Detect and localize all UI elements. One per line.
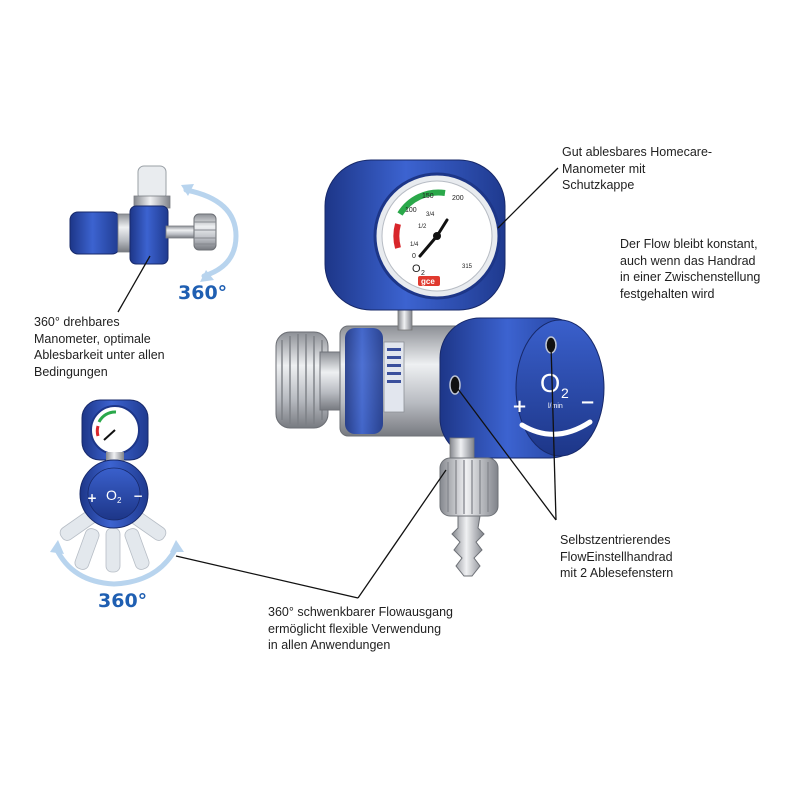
callout-line: FlowEinstellhandrad <box>560 549 673 564</box>
small-regulator-side <box>69 165 239 282</box>
gauge-tick-0: 0 <box>412 253 416 260</box>
callout-line: Manometer, optimale <box>34 331 151 346</box>
gauge-tick-150: 150 <box>422 193 434 200</box>
handwheel-arc-icon <box>519 419 593 437</box>
flow-handwheel: O 2 l/min + − <box>439 317 605 459</box>
leader-gauge <box>497 167 559 229</box>
callout-flow-outlet: 360° schwenkbarer Flowausgang ermöglicht… <box>268 604 453 654</box>
front-gas: O <box>106 487 117 503</box>
gauge-tick-1-2: 1/2 <box>418 224 427 230</box>
callout-line: Ablesbarkeit unter allen <box>34 348 165 362</box>
callout-line: in einer Zwischenstellung <box>620 270 761 284</box>
handwheel-unit: l/min <box>548 403 563 410</box>
callout-flow-constant: Der Flow bleibt konstant, auch wenn das … <box>620 236 760 302</box>
main-regulator: O 2 l/min + − 150 200 100 3/4 1/2 1/4 0 <box>275 159 605 577</box>
handwheel-plus: + <box>512 396 527 417</box>
gauge-tick-3-4: 3/4 <box>426 212 435 218</box>
gauge-tick-1-4: 1/4 <box>410 242 419 248</box>
callout-manometer-rotation: 360° drehbares Manometer, optimale Ables… <box>34 314 165 380</box>
gauge-tick-100: 100 <box>405 207 417 214</box>
callout-line: festgehalten wird <box>620 286 715 301</box>
callout-line: mit 2 Ablesefenstern <box>560 566 674 580</box>
gauge-gas-sub: 2 <box>421 270 425 277</box>
rotation-badge-bottom: 360° <box>98 590 148 612</box>
callout-line: 360° drehbares <box>34 315 120 329</box>
rotation-arrow-icon <box>183 187 239 279</box>
gauge-tick-315: 315 <box>462 264 473 270</box>
inlet-handknob <box>275 331 351 429</box>
callout-line: Manometer mit <box>562 161 646 176</box>
callout-line: auch wenn das Handrad <box>620 253 756 268</box>
leader-outlet-b <box>175 555 359 599</box>
callout-line: Der Flow bleibt konstant, <box>620 237 758 251</box>
leader-lines <box>117 167 559 599</box>
flow-outlet <box>439 437 499 577</box>
gauge-tick-200: 200 <box>452 195 464 202</box>
front-plus: + <box>87 491 97 505</box>
leader-outlet-a <box>357 469 447 599</box>
front-minus: − <box>133 489 143 503</box>
callout-line: Selbstzentrierendes <box>560 533 671 547</box>
callout-homecare-manometer: Gut ablesbares Homecare- Manometer mit S… <box>562 144 712 194</box>
handwheel-gas: O <box>540 368 560 398</box>
handwheel-minus: − <box>580 392 595 413</box>
leader-handwheel-b <box>550 344 557 521</box>
handwheel-gas-sub: 2 <box>561 385 569 401</box>
callout-line: 360° schwenkbarer Flowausgang <box>268 605 453 619</box>
callout-handwheel: Selbstzentrierendes FlowEinstellhandrad … <box>560 532 673 582</box>
callout-line: Gut ablesbares Homecare- <box>562 145 713 159</box>
leader-handwheel-a <box>454 384 557 521</box>
pressure-gauge: 150 200 100 3/4 1/2 1/4 0 315 O 2 gce <box>324 159 506 311</box>
gauge-gas: O <box>412 263 421 275</box>
swivel-arrow-icon <box>53 545 179 587</box>
callout-line: Schutzkappe <box>562 178 635 192</box>
small-regulator-front: O 2 + − <box>50 399 184 587</box>
front-gas-sub: 2 <box>117 496 122 505</box>
callout-line: Bedingungen <box>34 364 108 379</box>
callout-line: in allen Anwendungen <box>268 638 391 652</box>
rotation-badge-top: 360° <box>178 282 228 304</box>
leader-rotation <box>117 255 151 313</box>
callout-line: ermöglicht flexible Verwendung <box>268 621 442 636</box>
gauge-brand-logo: gce <box>421 277 435 286</box>
